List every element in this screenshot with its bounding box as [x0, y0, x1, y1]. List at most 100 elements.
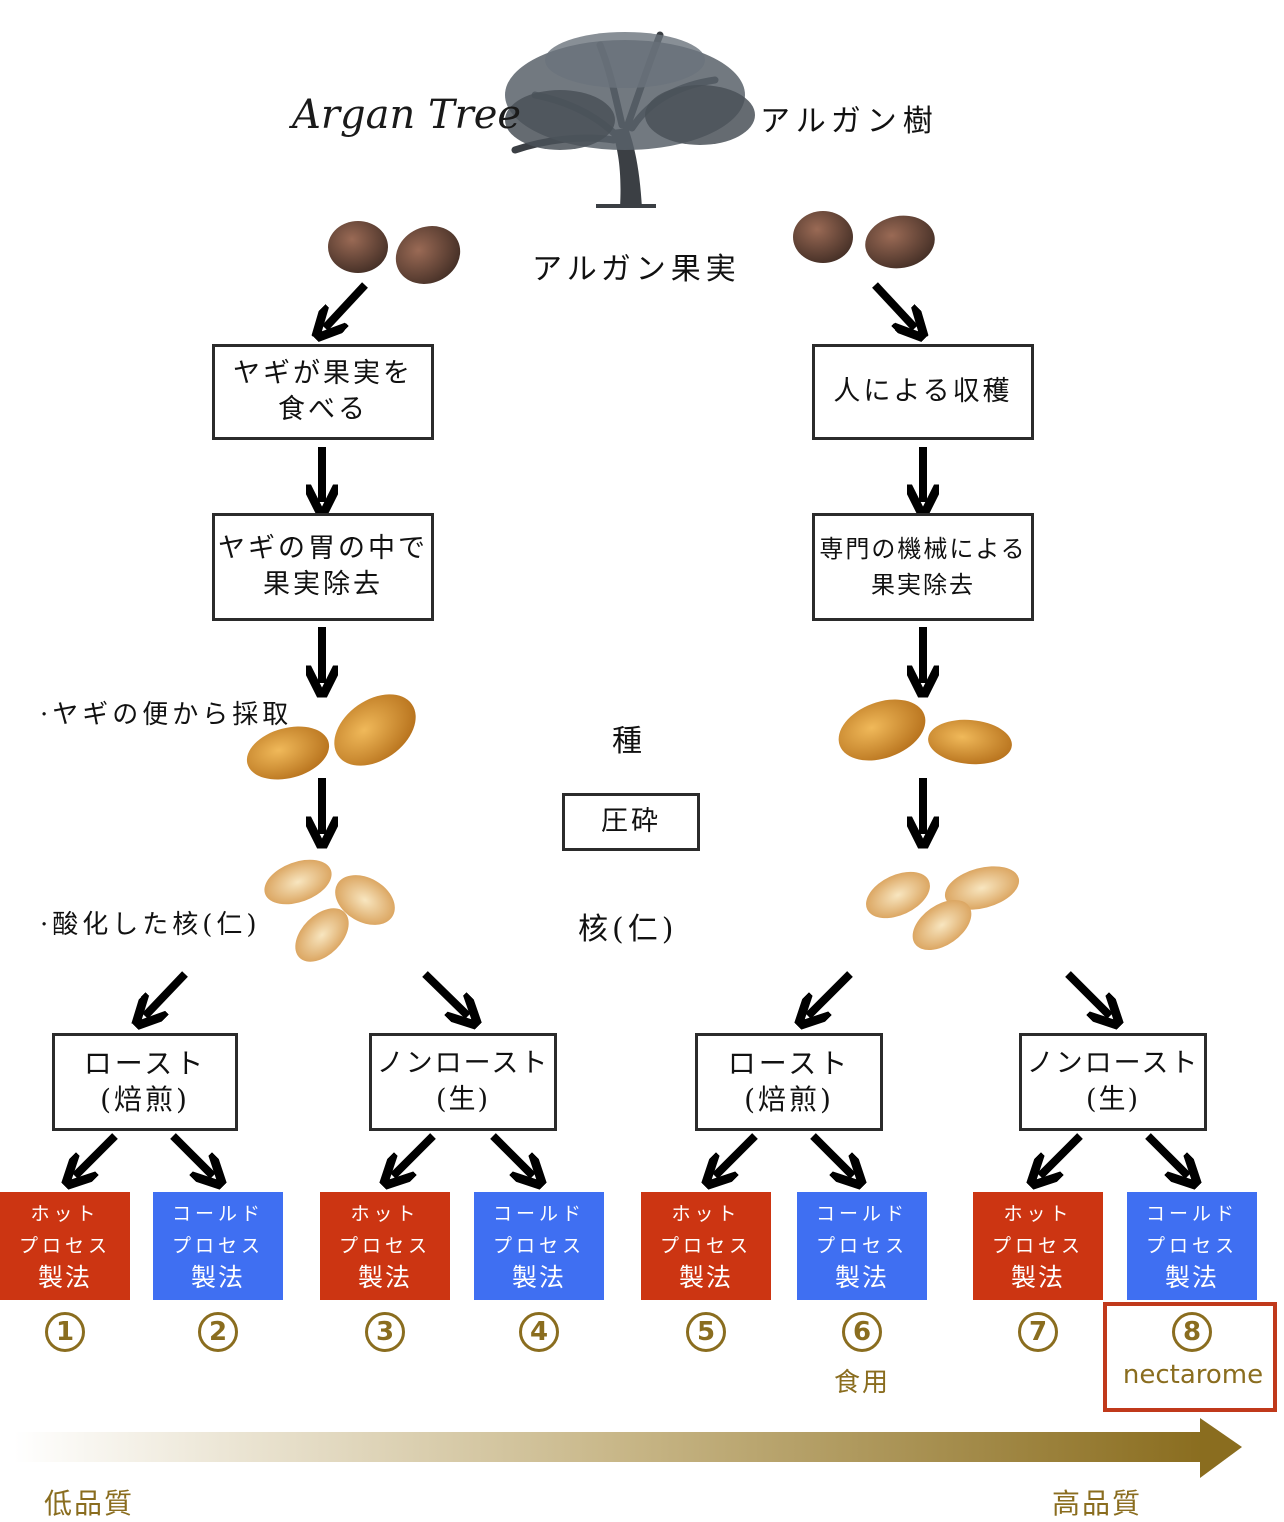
method-number-7: 7 [1018, 1312, 1058, 1352]
seed-right-icon [838, 699, 1012, 765]
roast-box-1-line2: (焙煎) [100, 1083, 190, 1116]
method-number-2: 2 [198, 1312, 238, 1352]
edible-note: 食用 [834, 1368, 891, 1398]
nonroast-box-2-line2: (生) [1085, 1084, 1141, 1115]
arrow [490, 1133, 533, 1176]
process-6-line2: プロセス [815, 1235, 908, 1257]
process-1-line3: 製法 [37, 1263, 92, 1292]
arrow [808, 971, 853, 1016]
process-1-line2: プロセス [18, 1235, 111, 1257]
process-2-line2: プロセス [171, 1235, 264, 1257]
kernel-left-icon [264, 859, 395, 962]
arrow [872, 282, 915, 328]
process-3-line1: ホット [350, 1203, 420, 1225]
crush-label: 圧砕 [601, 806, 661, 837]
roast-box-1: ロースト (焙煎) [52, 1033, 238, 1131]
arrow [715, 1133, 758, 1176]
arrow [1040, 1133, 1083, 1176]
seed-note: ·ヤギの便から採取 [40, 700, 293, 730]
process-box-1: ホット プロセス 製法 [0, 1192, 130, 1300]
method-number-3: 3 [365, 1312, 405, 1352]
process-4-line3: 製法 [511, 1263, 566, 1292]
arrow [1065, 971, 1110, 1016]
process-3-line2: プロセス [338, 1235, 431, 1257]
kernel-right-icon [866, 866, 1020, 951]
human-harvest-line1: 人による収穫 [833, 376, 1013, 407]
nonroast-box-2-line1: ノンロースト [1026, 1048, 1200, 1079]
goat-eats-box: ヤギが果実を 食べる [212, 344, 434, 440]
process-box-2: コールド プロセス 製法 [153, 1192, 283, 1300]
method-number-5: 5 [686, 1312, 726, 1352]
roast-box-2-line1: ロースト [727, 1047, 851, 1080]
kernel-note: ·酸化した核(仁) [40, 910, 261, 940]
process-6-line3: 製法 [834, 1263, 889, 1292]
method-number-6: 6 [842, 1312, 882, 1352]
process-6-line1: コールド [815, 1203, 908, 1225]
crush-box: 圧砕 [562, 793, 700, 851]
argan-fruit-right-icon [793, 211, 935, 269]
kernel-label: 核(仁) [578, 912, 678, 947]
low-quality-label: 低品質 [44, 1487, 135, 1520]
tree-label: アルガン樹 [760, 104, 939, 139]
quality-arrow [14, 1418, 1242, 1478]
nectarome-highlight [1103, 1302, 1277, 1412]
process-box-6: コールド プロセス 製法 [797, 1192, 927, 1300]
arrow [393, 1133, 436, 1176]
logo-text: Argan Tree [292, 92, 522, 138]
process-4-line1: コールド [492, 1203, 585, 1225]
process-7-line3: 製法 [1010, 1263, 1065, 1292]
process-8-line2: プロセス [1145, 1235, 1238, 1257]
goat-stomach-line2: 果実除去 [263, 569, 383, 600]
process-2-line3: 製法 [190, 1263, 245, 1292]
arrow [75, 1133, 118, 1176]
fruit-label: アルガン果実 [532, 252, 741, 287]
goat-stomach-line1: ヤギの胃の中で [218, 533, 428, 564]
arrow [145, 971, 188, 1016]
machine-removal-line1: 専門の機械による [819, 535, 1027, 563]
argan-fruit-left-icon [328, 221, 461, 284]
process-box-3: ホット プロセス 製法 [320, 1192, 450, 1300]
machine-removal-box: 専門の機械による 果実除去 [812, 513, 1034, 621]
nonroast-box-1: ノンロースト (生) [369, 1033, 557, 1131]
process-box-7: ホット プロセス 製法 [973, 1192, 1103, 1300]
arrow [422, 971, 468, 1016]
process-3-line3: 製法 [357, 1263, 412, 1292]
nonroast-box-1-line2: (生) [435, 1084, 491, 1115]
nonroast-box-1-line1: ノンロースト [376, 1048, 550, 1079]
goat-eats-line1: ヤギが果実を [233, 358, 413, 389]
goat-stomach-box: ヤギの胃の中で 果実除去 [212, 513, 434, 621]
process-1-line1: ホット [30, 1203, 100, 1225]
nonroast-box-2: ノンロースト (生) [1019, 1033, 1207, 1131]
process-5-line3: 製法 [678, 1263, 733, 1292]
process-2-line1: コールド [171, 1203, 264, 1225]
arrow [1145, 1133, 1188, 1176]
high-quality-label: 高品質 [1052, 1487, 1143, 1520]
process-4-line2: プロセス [492, 1235, 585, 1257]
process-8-line3: 製法 [1164, 1263, 1219, 1292]
goat-eats-line2: 食べる [278, 394, 368, 425]
arrow [325, 282, 368, 328]
roast-box-1-line1: ロースト [83, 1047, 207, 1080]
seed-label: 種 [612, 724, 646, 759]
method-number-1: 1 [45, 1312, 85, 1352]
process-5-line1: ホット [671, 1203, 741, 1225]
machine-removal-line2: 果実除去 [871, 571, 975, 599]
tree-icon [505, 31, 755, 208]
process-5-line2: プロセス [659, 1235, 752, 1257]
brand-label: nectarome [1122, 1360, 1264, 1390]
method-number-4: 4 [519, 1312, 559, 1352]
process-box-5: ホット プロセス 製法 [641, 1192, 771, 1300]
human-harvest-box: 人による収穫 [812, 344, 1034, 440]
process-8-line1: コールド [1145, 1203, 1238, 1225]
process-box-4: コールド プロセス 製法 [474, 1192, 604, 1300]
seed-left-icon [246, 694, 416, 780]
process-7-line2: プロセス [991, 1235, 1084, 1257]
roast-box-2-line2: (焙煎) [744, 1083, 834, 1116]
arrow [810, 1133, 853, 1176]
process-box-8: コールド プロセス 製法 [1127, 1192, 1257, 1300]
process-7-line1: ホット [1003, 1203, 1073, 1225]
roast-box-2: ロースト (焙煎) [695, 1033, 883, 1131]
arrow [170, 1133, 213, 1176]
method-number-8: 8 [1172, 1312, 1212, 1352]
